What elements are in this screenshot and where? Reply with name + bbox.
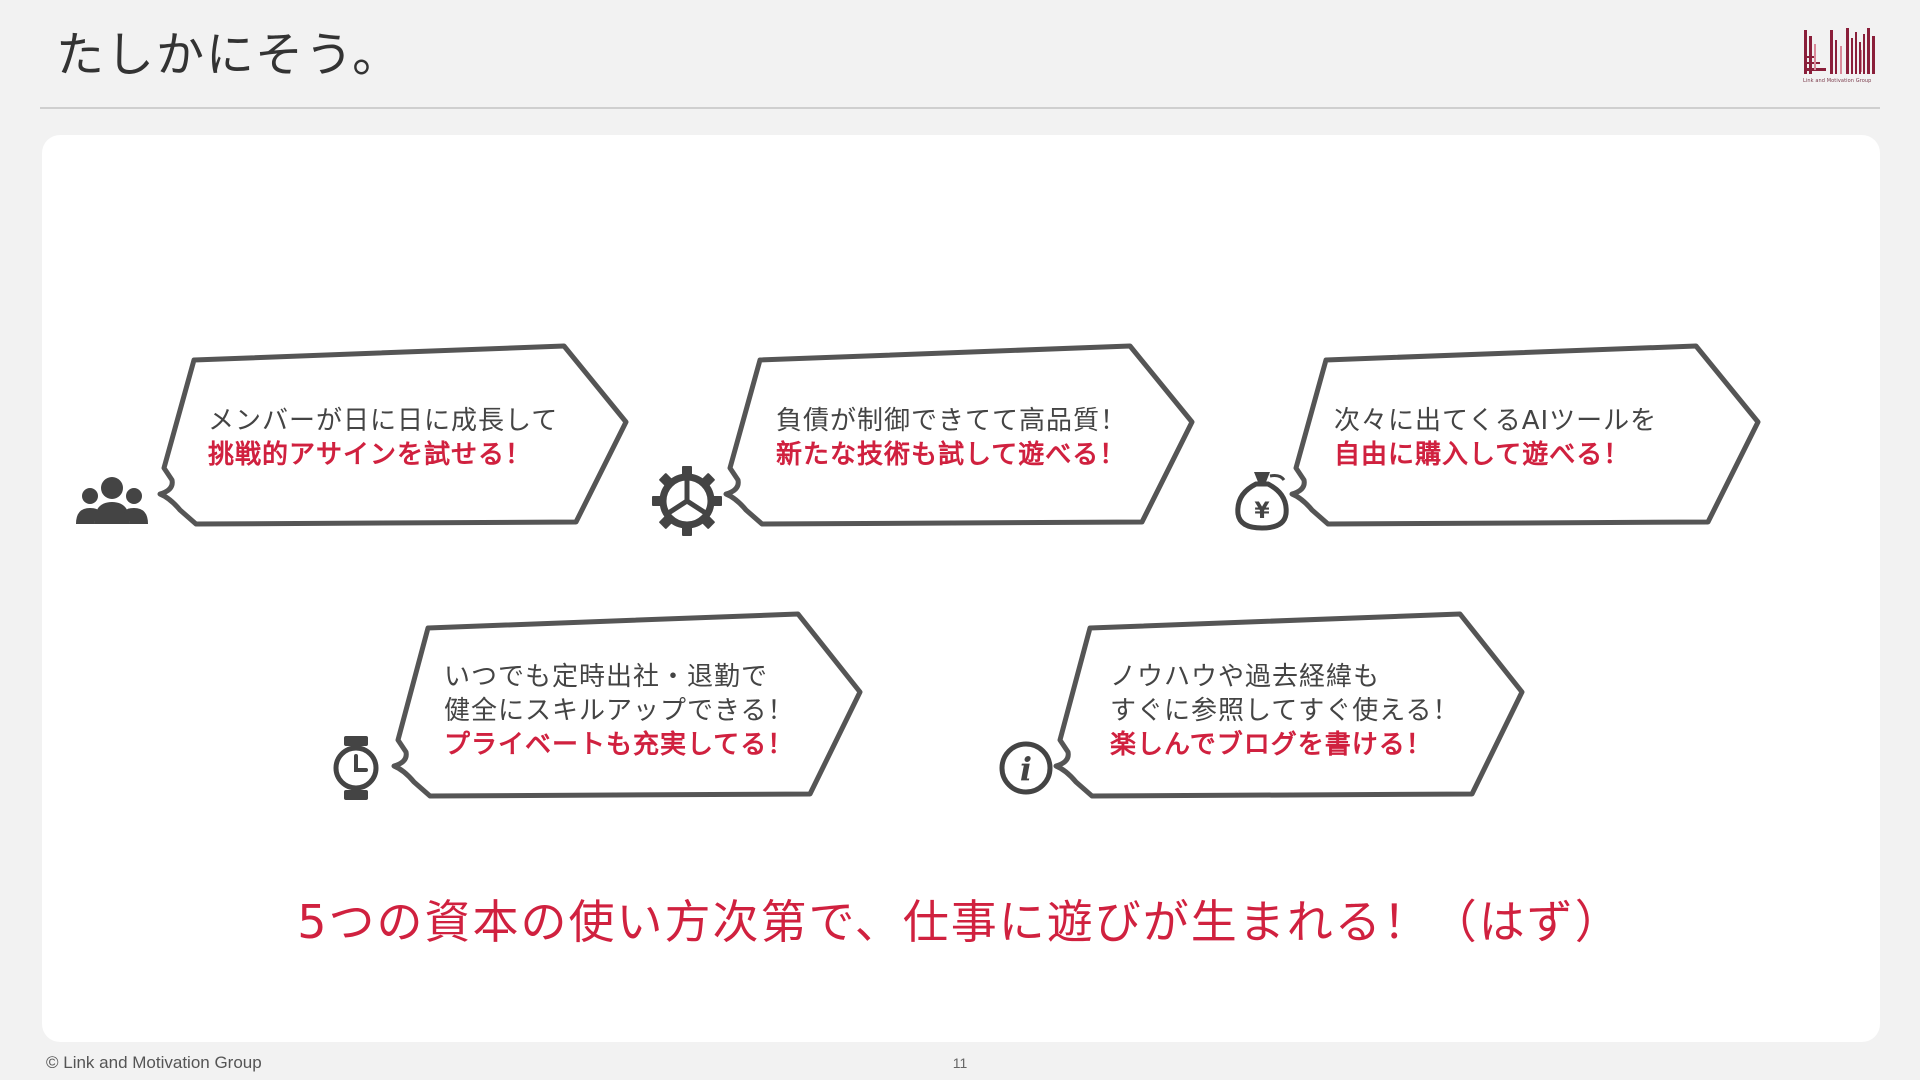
- bubble-3-line-1: 次々に出てくるAIツールを: [1334, 406, 1658, 436]
- content-card: [42, 135, 1880, 1042]
- bubble-1-line-1: メンバーが日に日に成長して: [208, 406, 559, 436]
- svg-text:¥: ¥: [1254, 499, 1270, 524]
- bubble-3-emphasis: 自由に購入して遊べる！: [1334, 440, 1631, 470]
- gear-icon: [652, 466, 722, 536]
- money-bag-icon: ¥: [1234, 468, 1290, 532]
- speech-bubble-2: 負債が制御できてて高品質！ 新たな技術も試して遊べる！: [723, 342, 1196, 528]
- speech-bubble-1: メンバーが日に日に成長して 挑戦的アサインを試せる！: [157, 342, 630, 528]
- bubble-2-emphasis: 新たな技術も試して遊べる！: [776, 440, 1127, 470]
- speech-bubble-4: いつでも定時出社・退勤で 健全にスキルアップできる！ プライベートも充実してる！: [391, 610, 864, 800]
- speech-bubble-5: ノウハウや過去経緯も すぐに参照してすぐ使える！ 楽しんでブログを書ける！: [1053, 610, 1526, 800]
- page-number: 11: [952, 1055, 968, 1071]
- bubble-5-line-2: すぐに参照してすぐ使える！: [1110, 696, 1460, 726]
- title-divider: [40, 107, 1880, 109]
- info-icon: i: [998, 740, 1054, 796]
- headline-message: 5つの資本の使い方次第で、仕事に遊びが生まれる！（はず）: [297, 895, 1623, 949]
- bubble-2-line-1: 負債が制御できてて高品質！: [776, 406, 1128, 436]
- bubble-1-emphasis: 挑戦的アサインを試せる！: [208, 440, 533, 470]
- bubble-4-emphasis: プライベートも充実してる！: [444, 730, 795, 760]
- bubble-5-line-1: ノウハウや過去経緯も: [1110, 662, 1381, 692]
- people-icon: [76, 474, 148, 530]
- bubble-4-line-1: いつでも定時出社・退勤で: [444, 662, 769, 692]
- copyright-text: © Link and Motivation Group: [46, 1053, 262, 1072]
- logo-caption: Link and Motivation Group: [1803, 78, 1872, 84]
- svg-text:i: i: [1020, 750, 1032, 788]
- bubble-4-line-2: 健全にスキルアップできる！: [444, 696, 795, 726]
- page-title: たしかにそう。: [56, 27, 403, 83]
- watch-icon: [332, 734, 380, 802]
- bubble-5-emphasis: 楽しんでブログを書ける！: [1110, 730, 1433, 760]
- speech-bubble-3: 次々に出てくるAIツールを 自由に購入して遊べる！: [1289, 342, 1762, 528]
- company-logo: [1804, 28, 1875, 74]
